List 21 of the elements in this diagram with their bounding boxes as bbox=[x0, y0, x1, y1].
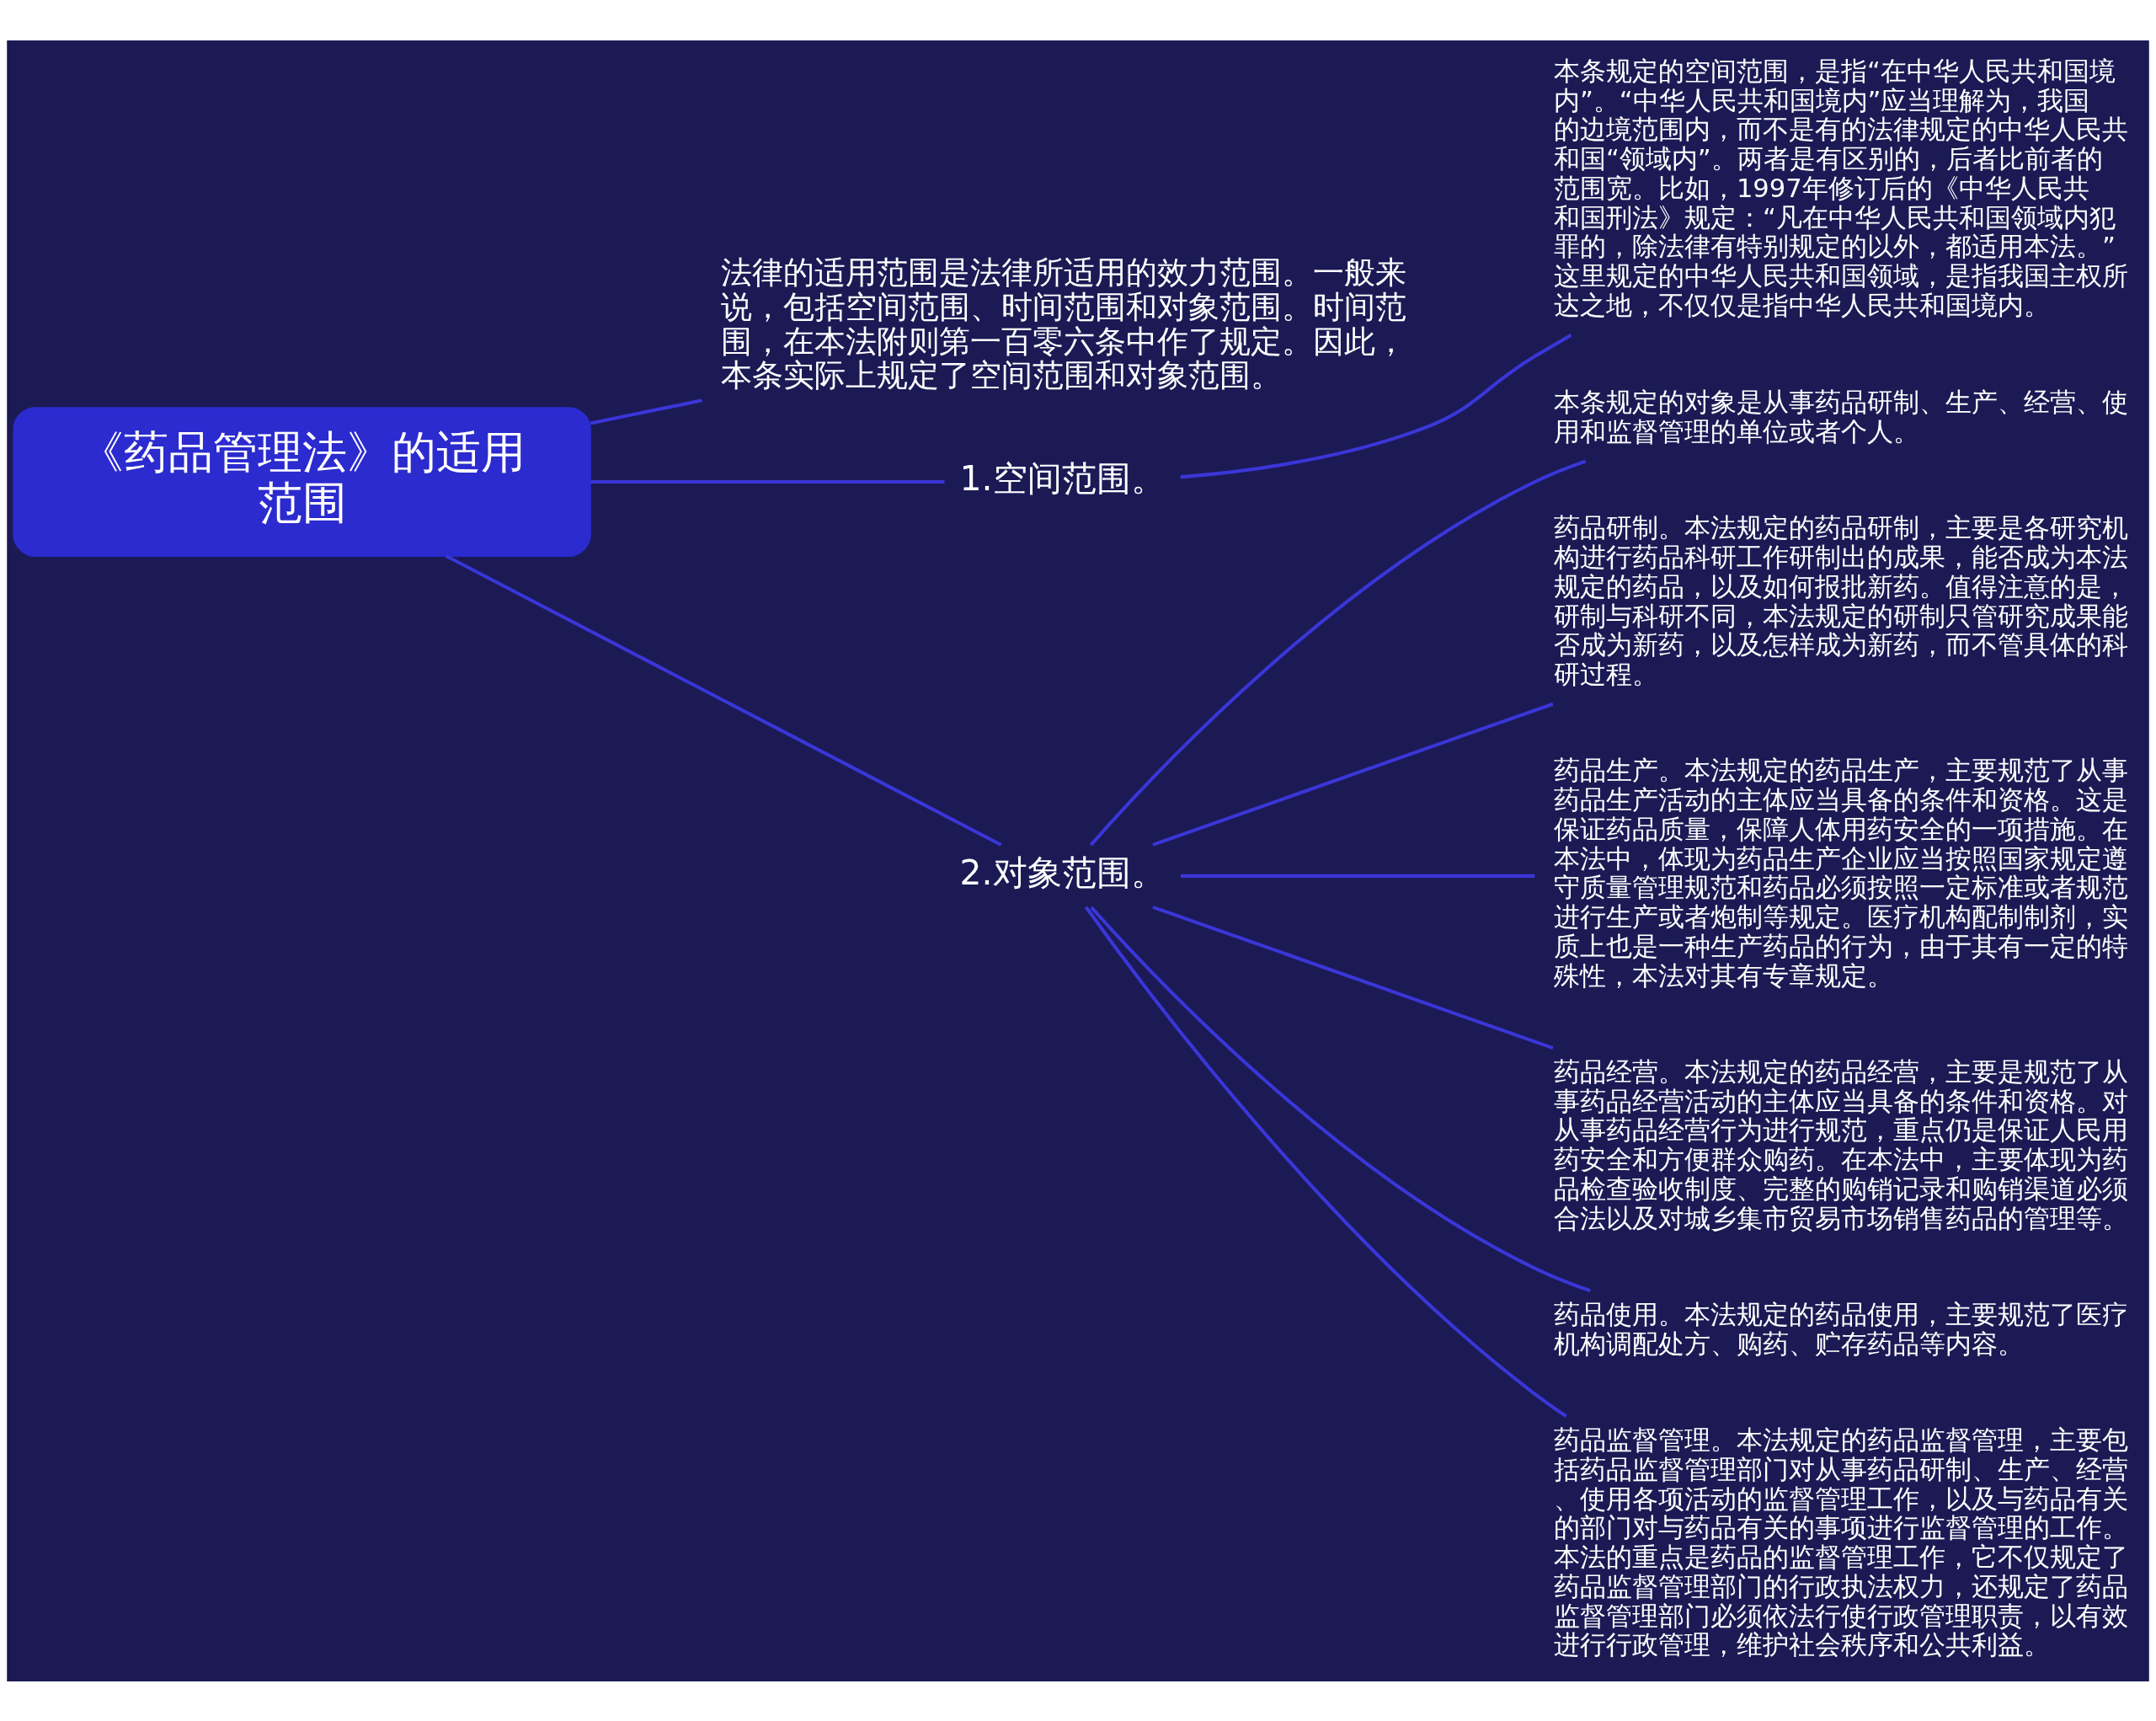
connector bbox=[1089, 459, 1587, 846]
connector bbox=[1152, 702, 1554, 847]
node-text: 药品经营。本法规定的药品经营，主要是规范了从事药品经营活动的主体应当具备的条件和资格。对从事药品经营行为进行规范，重点仍是保证人民用药安全和方便群众购药。在本法中，主要体现为药品检查验收制度、完整的购销记录和购销渠道必须合法以及对城乡集市贸易市场销售药品的管理等。 bbox=[1553, 1056, 2128, 1233]
connector bbox=[1152, 905, 1554, 1050]
node-text: 药品监督管理。本法规定的药品监督管理，主要包括药品监督管理部门对从事药品研制、生产、经营、使用各项活动的监督管理工作，以及与药品有关的部门对与药品有关的事项进行监督管理的工作。本法的重点是药品的监督管理工作，它不仅规定了药品监督管理部门的行政执法权力，还规定了药品监督管理部门必须依法行使行政管理职责，以有效进行行政管理，维护社会秩序和公共利益。 bbox=[1553, 1424, 2128, 1660]
connector bbox=[590, 479, 945, 484]
connector bbox=[1090, 906, 1591, 1292]
connector bbox=[1084, 906, 1567, 1418]
node-text: 药品生产。本法规定的药品生产，主要规范了从事药品生产活动的主体应当具备的条件和资格。这是保证药品质量，保障人体用药安全的一项措施。在本法中，体现为药品生产企业应当按照国家规定遵守质量管理规范和药品必须按照一定标准或者规范进行生产或者炮制等规定。医疗机构配制制剂，实质上也是一种生产药品的行为，由于其有一定的特殊性，本法对其有专章规定。 bbox=[1553, 755, 2128, 991]
node-text: 药品使用。本法规定的药品使用，主要规范了医疗机构调配处方、购药、贮存药品等内容。 bbox=[1553, 1299, 2128, 1359]
node-text: 法律的适用范围是法律所适用的效力范围。一般来说，包括空间范围、时间范围和对象范围。时间范围，在本法附则第一百零六条中作了规定。因此，本条实际上规定了空间范围和对象范围。 bbox=[721, 254, 1407, 393]
node-text: 2.对象范围。 bbox=[959, 852, 1166, 893]
node-text: 1.空间范围。 bbox=[959, 457, 1166, 499]
connector bbox=[590, 398, 702, 425]
connector bbox=[445, 553, 1002, 847]
connector bbox=[1181, 874, 1535, 878]
node-box: 《药品管理法》的适用范围 bbox=[13, 406, 591, 557]
node-text: 药品研制。本法规定的药品研制，主要是各研究机构进行药品科研工作研制出的成果，能否成为本法规定的药品，以及如何报批新药。值得注意的是，研制与科研不同，本法规定的研制只管研究成果能否成为新药，以及怎样成为新药，而不管具体的科研过程。 bbox=[1553, 512, 2128, 689]
connector bbox=[1180, 333, 1572, 478]
node-text: 本条规定的空间范围，是指“在中华人民共和国境内”。“中华人民共和国境内”应当理解为，我国的边境范围内，而不是有的法律规定的中华人民共和国“领域内”。两者是有区别的，后者比前者的范围宽。比如，1997年修订后的《中华人民共和国刑法》规定：“凡在中华人民共和国领域内犯罪的，除法律有特别规定的以外，都适用本法。”这里规定的中华人民共和国领域，是指我国主权所达之地，不仅仅是指中华人民共和国境内。 bbox=[1553, 56, 2128, 320]
node-text: 本条规定的对象是从事药品研制、生产、经营、使用和监督管理的单位或者个人。 bbox=[1553, 387, 2128, 446]
